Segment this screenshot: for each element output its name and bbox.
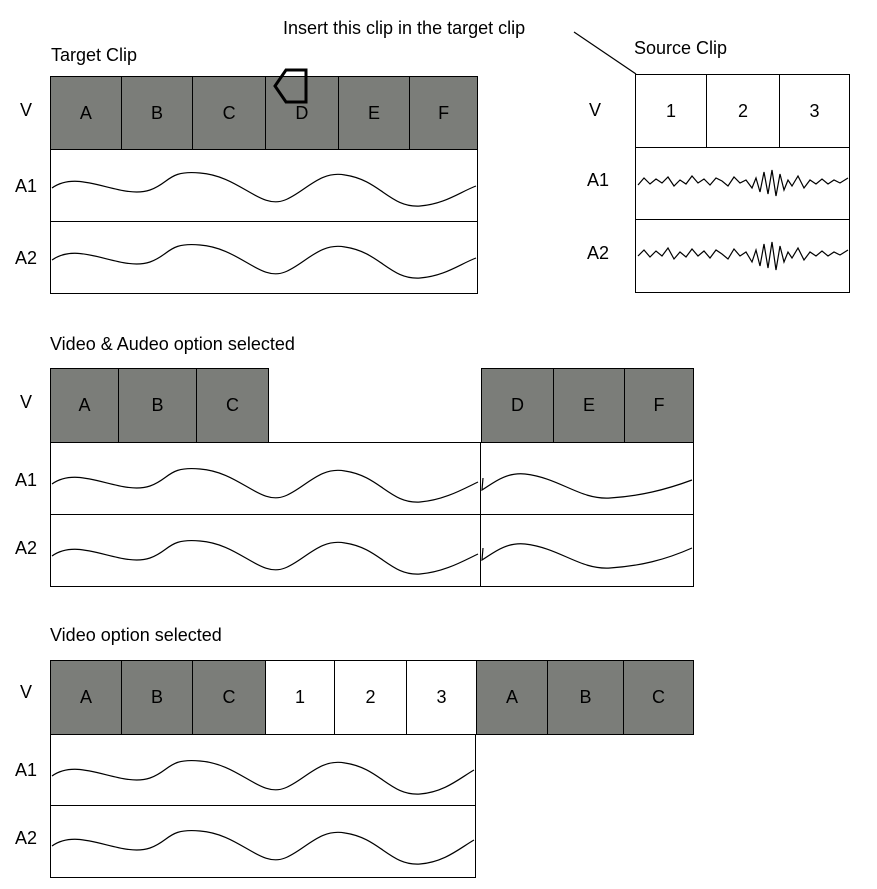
target-v-label: V bbox=[19, 100, 32, 120]
vo-cell[interactable]: 1 bbox=[266, 661, 335, 734]
va-cell[interactable]: B bbox=[119, 369, 197, 442]
va-a2-label: A2 bbox=[14, 538, 38, 558]
target-cell[interactable]: A bbox=[51, 77, 122, 149]
vo-cell[interactable]: 2 bbox=[335, 661, 407, 734]
target-clip-title: Target Clip bbox=[51, 45, 138, 65]
va-a1-wave-left bbox=[51, 467, 479, 503]
va-a2-wave-left bbox=[51, 539, 479, 575]
target-cell[interactable]: B bbox=[121, 77, 194, 149]
source-a1-label: A1 bbox=[586, 170, 610, 190]
target-a2-label: A2 bbox=[14, 248, 38, 268]
source-a1-wave bbox=[637, 169, 849, 197]
target-a1-track bbox=[50, 149, 478, 222]
vo-a2-track bbox=[50, 805, 476, 878]
playhead-marker-icon bbox=[273, 68, 308, 104]
va-a2-right bbox=[480, 514, 694, 587]
va-cell[interactable]: E bbox=[554, 369, 625, 442]
target-a2-track bbox=[50, 221, 478, 294]
source-video-track: 1 2 3 bbox=[635, 74, 850, 148]
vo-cell[interactable]: B bbox=[122, 661, 193, 734]
vo-video-track: A B C 1 2 3 A B C bbox=[50, 660, 694, 735]
source-a2-wave bbox=[637, 241, 849, 271]
va-v-label: V bbox=[19, 392, 32, 412]
target-cell[interactable]: C bbox=[193, 77, 266, 149]
video-audio-title: Video & Audeo option selected bbox=[50, 334, 295, 354]
va-video-right: D E F bbox=[481, 368, 694, 443]
source-cell[interactable]: 1 bbox=[636, 75, 707, 147]
target-a1-label: A1 bbox=[14, 176, 38, 196]
target-cell[interactable]: E bbox=[338, 77, 411, 149]
va-a2-left bbox=[50, 514, 481, 587]
va-a1-left bbox=[50, 442, 481, 515]
insert-callout-text: Insert this clip in the target clip bbox=[283, 18, 526, 38]
va-cell[interactable]: D bbox=[482, 369, 554, 442]
vo-cell[interactable]: B bbox=[548, 661, 624, 734]
target-a2-wave bbox=[51, 243, 477, 279]
vo-cell[interactable]: 3 bbox=[407, 661, 477, 734]
target-cell[interactable]: F bbox=[410, 77, 478, 149]
callout-leader-line bbox=[573, 31, 637, 75]
va-video-left: A B C bbox=[50, 368, 269, 443]
source-a2-label: A2 bbox=[586, 243, 610, 263]
source-v-label: V bbox=[588, 100, 601, 120]
va-cell[interactable]: F bbox=[625, 369, 693, 442]
vo-a1-wave bbox=[51, 759, 475, 795]
vo-v-label: V bbox=[19, 682, 32, 702]
vo-a1-label: A1 bbox=[14, 760, 38, 780]
source-cell[interactable]: 3 bbox=[780, 75, 849, 147]
vo-a2-label: A2 bbox=[14, 828, 38, 848]
vo-cell[interactable]: A bbox=[477, 661, 548, 734]
video-only-title: Video option selected bbox=[50, 625, 222, 645]
source-cell[interactable]: 2 bbox=[707, 75, 780, 147]
target-a1-wave bbox=[51, 171, 477, 207]
va-a1-label: A1 bbox=[14, 470, 38, 490]
va-cell[interactable]: C bbox=[197, 369, 268, 442]
vo-cell[interactable]: A bbox=[51, 661, 122, 734]
va-a1-wave-right bbox=[481, 473, 693, 499]
va-cell[interactable]: A bbox=[51, 369, 119, 442]
vo-cell[interactable]: C bbox=[193, 661, 266, 734]
vo-a2-wave bbox=[51, 829, 475, 865]
vo-cell[interactable]: C bbox=[624, 661, 693, 734]
vo-a1-track bbox=[50, 734, 476, 806]
target-video-track: A B C D E F bbox=[50, 76, 478, 150]
source-clip-title: Source Clip bbox=[634, 38, 728, 58]
source-a2-track bbox=[635, 219, 850, 293]
va-a2-wave-right bbox=[481, 543, 693, 569]
